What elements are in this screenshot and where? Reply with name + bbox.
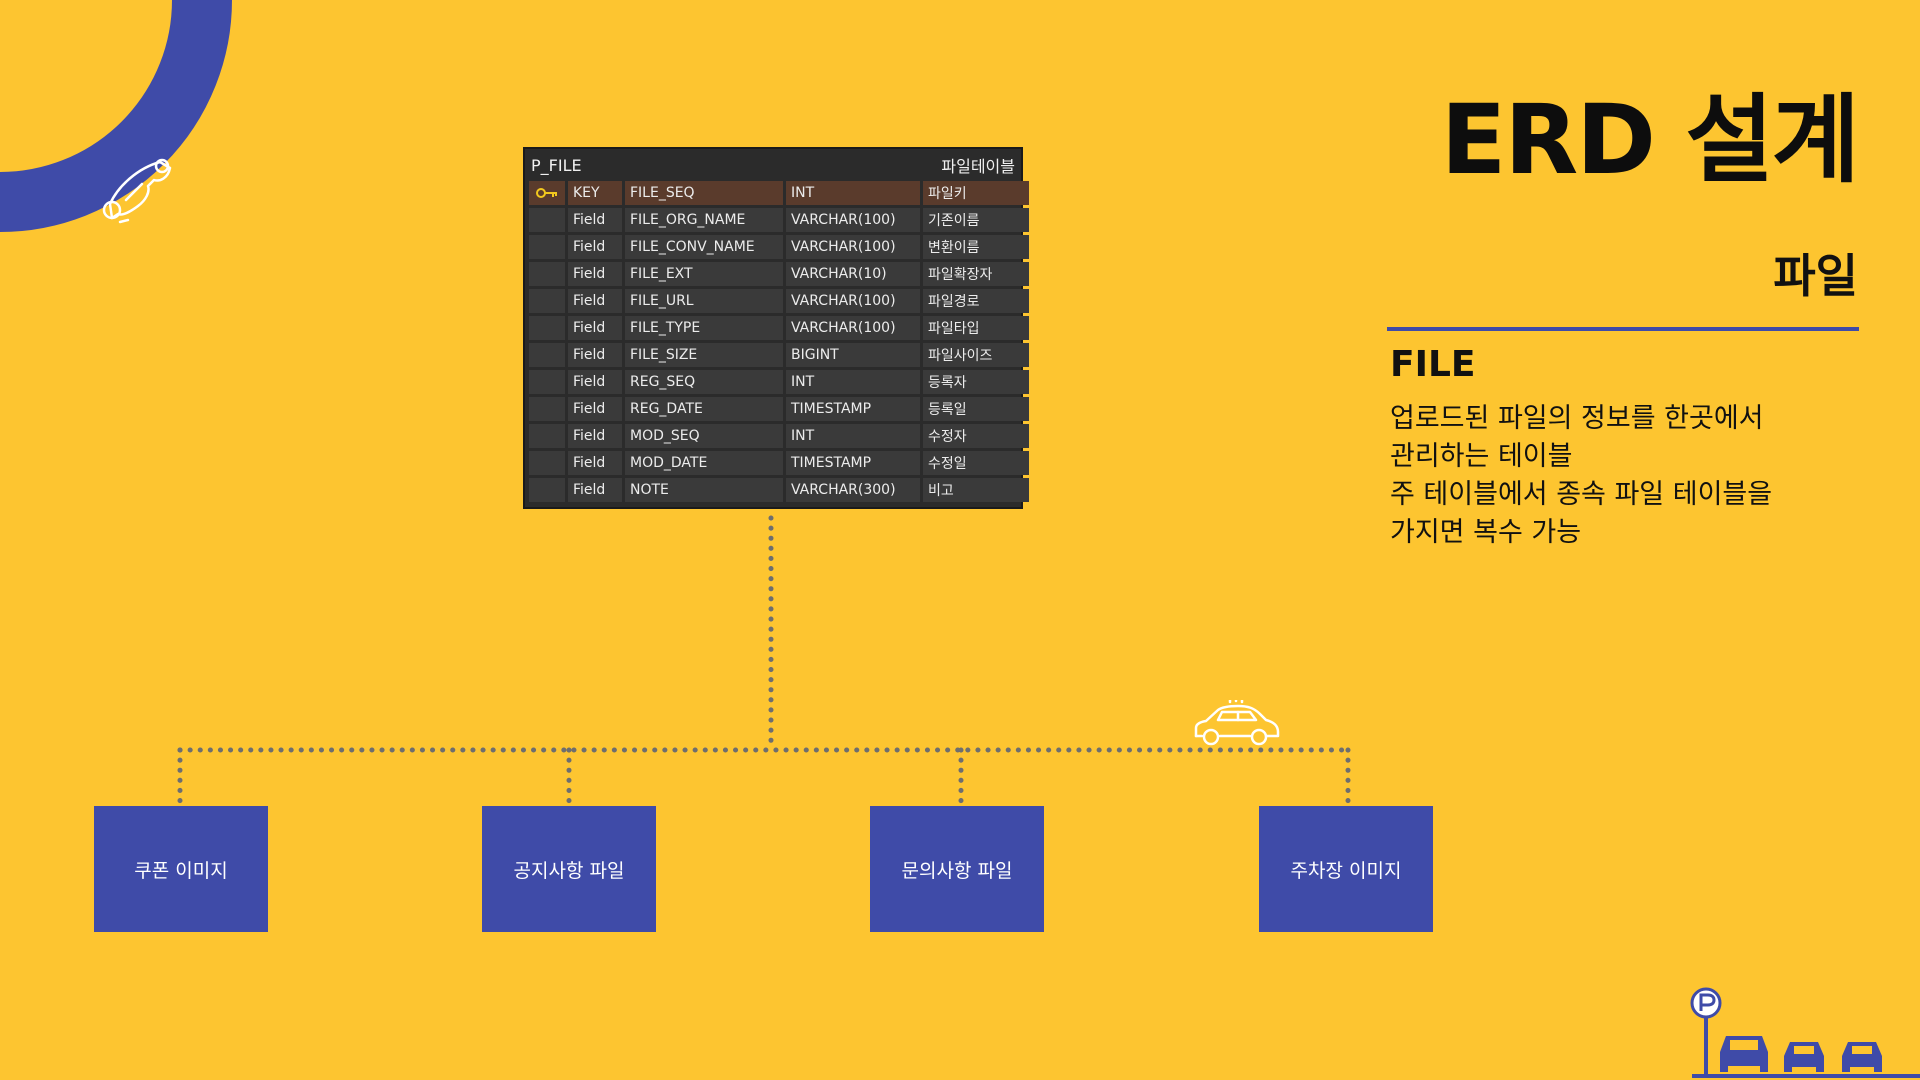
erd-row-desc: 기존이름 — [923, 208, 1029, 232]
description-line: 가지면 복수 가능 — [1390, 517, 1582, 548]
erd-row-desc: 변환이름 — [923, 235, 1029, 259]
erd-row-type: TIMESTAMP — [786, 451, 920, 475]
erd-row-type: VARCHAR(100) — [786, 316, 920, 340]
car-icon — [1194, 700, 1280, 746]
erd-row: KEY FILE_SEQ INT 파일키 — [529, 181, 1029, 205]
erd-row-kind: Field — [568, 208, 622, 232]
erd-row-kind: Field — [568, 343, 622, 367]
erd-row-type: VARCHAR(100) — [786, 235, 920, 259]
erd-row-kind: Field — [568, 262, 622, 286]
erd-row-column: FILE_ORG_NAME — [625, 208, 783, 232]
erd-row-kind: Field — [568, 478, 622, 502]
erd-row-desc: 비고 — [923, 478, 1029, 502]
erd-row-desc: 파일경로 — [923, 289, 1029, 313]
erd-row-kind: Field — [568, 316, 622, 340]
page-subtitle: 파일 — [1773, 249, 1858, 303]
related-table-box: 주차장 이미지 — [1259, 806, 1433, 932]
page-title: ERD 설계 — [1440, 84, 1860, 196]
erd-table-header: P_FILE 파일테이블 — [525, 149, 1021, 181]
erd-row-column: MOD_SEQ — [625, 424, 783, 448]
erd-row: Field MOD_DATE TIMESTAMP 수정일 — [529, 451, 1029, 475]
erd-row-type: VARCHAR(300) — [786, 478, 920, 502]
erd-row: Field FILE_TYPE VARCHAR(100) 파일타입 — [529, 316, 1029, 340]
key-icon — [529, 181, 565, 205]
erd-row-desc: 수정자 — [923, 424, 1029, 448]
erd-row: Field REG_DATE TIMESTAMP 등록일 — [529, 397, 1029, 421]
erd-table-comment: 파일테이블 — [941, 157, 1015, 176]
erd-row-type: INT — [786, 181, 920, 205]
erd-row-marker — [529, 289, 565, 313]
erd-row-column: FILE_CONV_NAME — [625, 235, 783, 259]
erd-table-name: P_FILE — [531, 155, 582, 175]
related-table-box: 쿠폰 이미지 — [94, 806, 268, 932]
erd-row-column: MOD_DATE — [625, 451, 783, 475]
erd-row-kind: Field — [568, 235, 622, 259]
erd-row-kind: KEY — [568, 181, 622, 205]
entity-label: FILE — [1390, 344, 1476, 385]
erd-row: Field REG_SEQ INT 등록자 — [529, 370, 1029, 394]
erd-row-marker — [529, 208, 565, 232]
erd-row: Field FILE_EXT VARCHAR(10) 파일확장자 — [529, 262, 1029, 286]
related-table-box: 문의사항 파일 — [870, 806, 1044, 932]
erd-row: Field FILE_CONV_NAME VARCHAR(100) 변환이름 — [529, 235, 1029, 259]
telephone-icon — [102, 158, 172, 224]
erd-row-type: VARCHAR(100) — [786, 289, 920, 313]
erd-row-kind: Field — [568, 451, 622, 475]
erd-row-desc: 등록자 — [923, 370, 1029, 394]
erd-row-column: FILE_SIZE — [625, 343, 783, 367]
erd-row-kind: Field — [568, 397, 622, 421]
erd-row-desc: 파일확장자 — [923, 262, 1029, 286]
erd-row-type: BIGINT — [786, 343, 920, 367]
erd-row-kind: Field — [568, 424, 622, 448]
erd-row-desc: 등록일 — [923, 397, 1029, 421]
erd-row-marker — [529, 262, 565, 286]
erd-row-kind: Field — [568, 289, 622, 313]
erd-table-rows: KEY FILE_SEQ INT 파일키 Field FILE_ORG_NAME… — [525, 181, 1029, 502]
related-table-box: 공지사항 파일 — [482, 806, 656, 932]
erd-row-kind: Field — [568, 370, 622, 394]
erd-row-type: INT — [786, 424, 920, 448]
erd-row-marker — [529, 397, 565, 421]
erd-row-desc: 파일사이즈 — [923, 343, 1029, 367]
erd-row-column: REG_SEQ — [625, 370, 783, 394]
description-line: 주 테이블에서 종속 파일 테이블을 — [1390, 479, 1773, 510]
erd-row-desc: 수정일 — [923, 451, 1029, 475]
erd-row: Field FILE_SIZE BIGINT 파일사이즈 — [529, 343, 1029, 367]
erd-row-column: REG_DATE — [625, 397, 783, 421]
erd-row-marker — [529, 370, 565, 394]
erd-row-column: FILE_SEQ — [625, 181, 783, 205]
erd-row: Field MOD_SEQ INT 수정자 — [529, 424, 1029, 448]
erd-row-type: VARCHAR(10) — [786, 262, 920, 286]
erd-row-desc: 파일타입 — [923, 316, 1029, 340]
parking-sign-icon — [1690, 987, 1920, 1078]
erd-row-column: NOTE — [625, 478, 783, 502]
erd-row: Field NOTE VARCHAR(300) 비고 — [529, 478, 1029, 502]
erd-row-type: INT — [786, 370, 920, 394]
erd-row-type: TIMESTAMP — [786, 397, 920, 421]
description-line: 관리하는 테이블 — [1390, 441, 1573, 472]
erd-row: Field FILE_URL VARCHAR(100) 파일경로 — [529, 289, 1029, 313]
erd-row: Field FILE_ORG_NAME VARCHAR(100) 기존이름 — [529, 208, 1029, 232]
erd-table: P_FILE 파일테이블 KEY FILE_SEQ INT 파일키 Field … — [523, 147, 1029, 509]
erd-row-column: FILE_TYPE — [625, 316, 783, 340]
erd-row-desc: 파일키 — [923, 181, 1029, 205]
erd-row-marker — [529, 235, 565, 259]
erd-row-marker — [529, 451, 565, 475]
erd-row-marker — [529, 478, 565, 502]
erd-row-column: FILE_URL — [625, 289, 783, 313]
description-line: 업로드된 파일의 정보를 한곳에서 — [1390, 403, 1764, 434]
erd-row-marker — [529, 316, 565, 340]
erd-row-type: VARCHAR(100) — [786, 208, 920, 232]
description: 업로드된 파일의 정보를 한곳에서 관리하는 테이블 주 테이블에서 종속 파일… — [1390, 400, 1870, 552]
erd-row-marker — [529, 343, 565, 367]
erd-row-marker — [529, 424, 565, 448]
divider-line — [1387, 327, 1859, 331]
erd-row-column: FILE_EXT — [625, 262, 783, 286]
